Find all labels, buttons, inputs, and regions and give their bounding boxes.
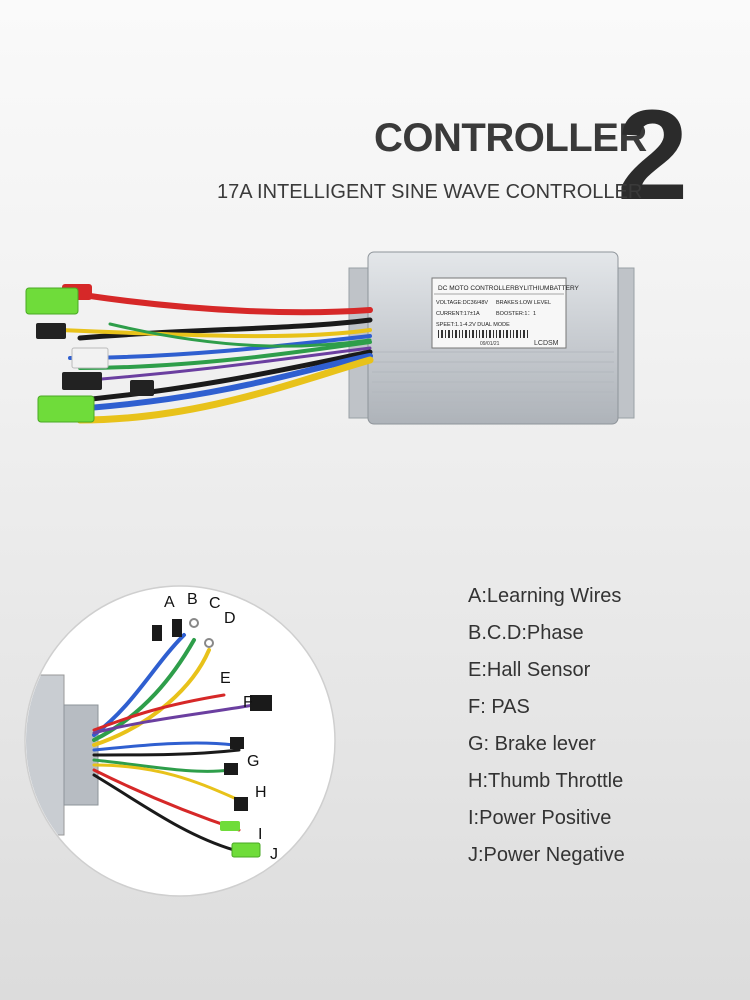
connector-black-small <box>36 323 66 339</box>
connector-black-throttle <box>130 380 154 396</box>
legend-item-j: J:Power Negative <box>468 844 625 866</box>
detail-bracket <box>63 704 99 806</box>
detail-connector-a <box>152 625 162 641</box>
legend-item-h: H:Thumb Throttle <box>468 770 624 792</box>
legend-item-g: G: Brake lever <box>468 733 596 755</box>
wiring-detail-circle: A B C D E F G H I J <box>24 585 336 897</box>
label-line1: DC MOTO CONTROLLERBYLITHIUMBATTERY <box>438 285 580 292</box>
detail-connector-i <box>220 821 240 831</box>
legend-item-e: E:Hall Sensor <box>468 659 591 681</box>
controller-product-image: DC MOTO CONTROLLERBYLITHIUMBATTERY VOLTA… <box>25 251 635 425</box>
detail-terminal-d <box>204 638 214 648</box>
wire-letter-b: B <box>187 591 198 608</box>
label-date: 09/01/21 <box>480 341 500 347</box>
wire-letter-j: J <box>270 846 278 863</box>
wire-letter-g: G <box>247 753 259 770</box>
label-booster: BOOSTER:1：1 <box>496 311 536 317</box>
wire-legend: A:Learning Wires B.C.D:Phase E:Hall Sens… <box>468 584 625 880</box>
label-voltage: VOLTAGE:DC36/48V <box>436 300 488 306</box>
detail-connector-h <box>234 797 248 811</box>
label-barcode <box>438 330 528 338</box>
legend-item-f: F: PAS <box>468 696 530 718</box>
wire-letter-d: D <box>224 610 236 627</box>
hero-number: 2 <box>617 84 689 227</box>
wire-letter-a: A <box>164 594 175 611</box>
wire-letter-e: E <box>220 670 231 687</box>
detail-connector-j <box>231 842 261 858</box>
hero-subtitle: 17A INTELLIGENT SINE WAVE CONTROLLER <box>217 181 643 203</box>
detail-connector-b <box>172 619 182 637</box>
label-speed: SPEET:1.1-4.2V DUAL MODE <box>436 322 510 328</box>
connector-black-hall <box>62 372 102 390</box>
wire-harness <box>57 293 374 424</box>
connector-green-negative <box>37 395 95 423</box>
detail-terminal-c <box>189 618 199 628</box>
label-brakes: BRAKES:LOW LEVEL <box>496 300 551 306</box>
wire-letter-c: C <box>209 595 221 612</box>
hero-title: CONTROLLER <box>374 116 647 160</box>
legend-item-a: A:Learning Wires <box>468 585 622 607</box>
detail-connector-f <box>250 695 272 711</box>
wire-letter-i: I <box>258 826 262 843</box>
connector-green-positive <box>25 287 79 315</box>
legend-item-i: I:Power Positive <box>468 807 612 829</box>
wire-letter-h: H <box>255 784 267 801</box>
connector-white <box>71 347 109 369</box>
legend-item-bcd: B.C.D:Phase <box>468 622 584 644</box>
label-current: CURRENT:17±1A <box>436 311 480 317</box>
detail-casing <box>26 674 65 836</box>
detail-connector-g <box>230 737 244 749</box>
detail-connector-g2 <box>224 763 238 775</box>
wire-letter-f: F <box>243 694 253 711</box>
label-brand: LCDSM <box>534 340 559 347</box>
